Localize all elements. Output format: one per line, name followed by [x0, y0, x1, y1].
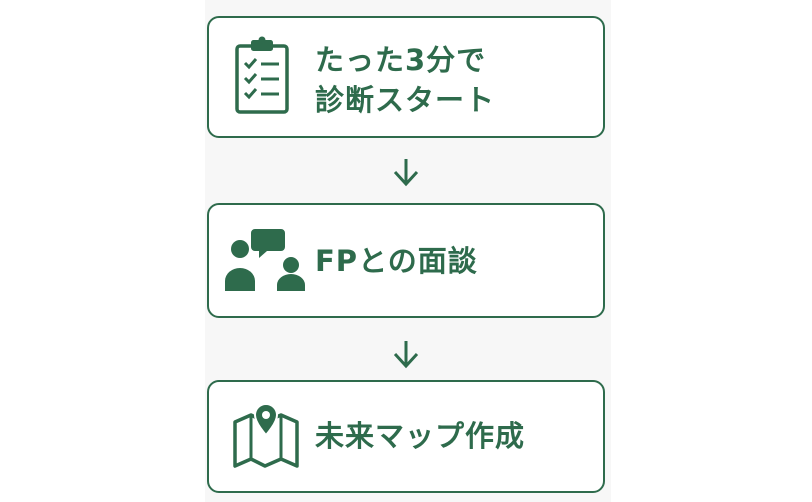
step-future-map-label: 未来マップ作成 — [315, 416, 525, 456]
clipboard-checklist-icon — [235, 36, 289, 114]
step-diagnosis: たった3分で 診断スタート — [207, 16, 605, 138]
step-fp-interview: FPとの面談 — [207, 203, 605, 318]
arrow-down-icon — [393, 341, 419, 369]
step-fp-interview-line1: FPとの面談 — [315, 244, 478, 278]
consultation-people-icon — [225, 229, 305, 291]
step-future-map-line1: 未来マップ作成 — [315, 419, 526, 453]
step-future-map: 未来マップ作成 — [207, 380, 605, 493]
step-diagnosis-line2: 診断スタート — [315, 83, 496, 117]
arrow-down-icon — [393, 159, 419, 187]
map-pin-icon — [233, 402, 299, 468]
step-fp-interview-label: FPとの面談 — [315, 241, 478, 281]
step-diagnosis-line1: たった3分で — [315, 43, 487, 77]
step-diagnosis-label: たった3分で 診断スタート — [315, 40, 495, 120]
